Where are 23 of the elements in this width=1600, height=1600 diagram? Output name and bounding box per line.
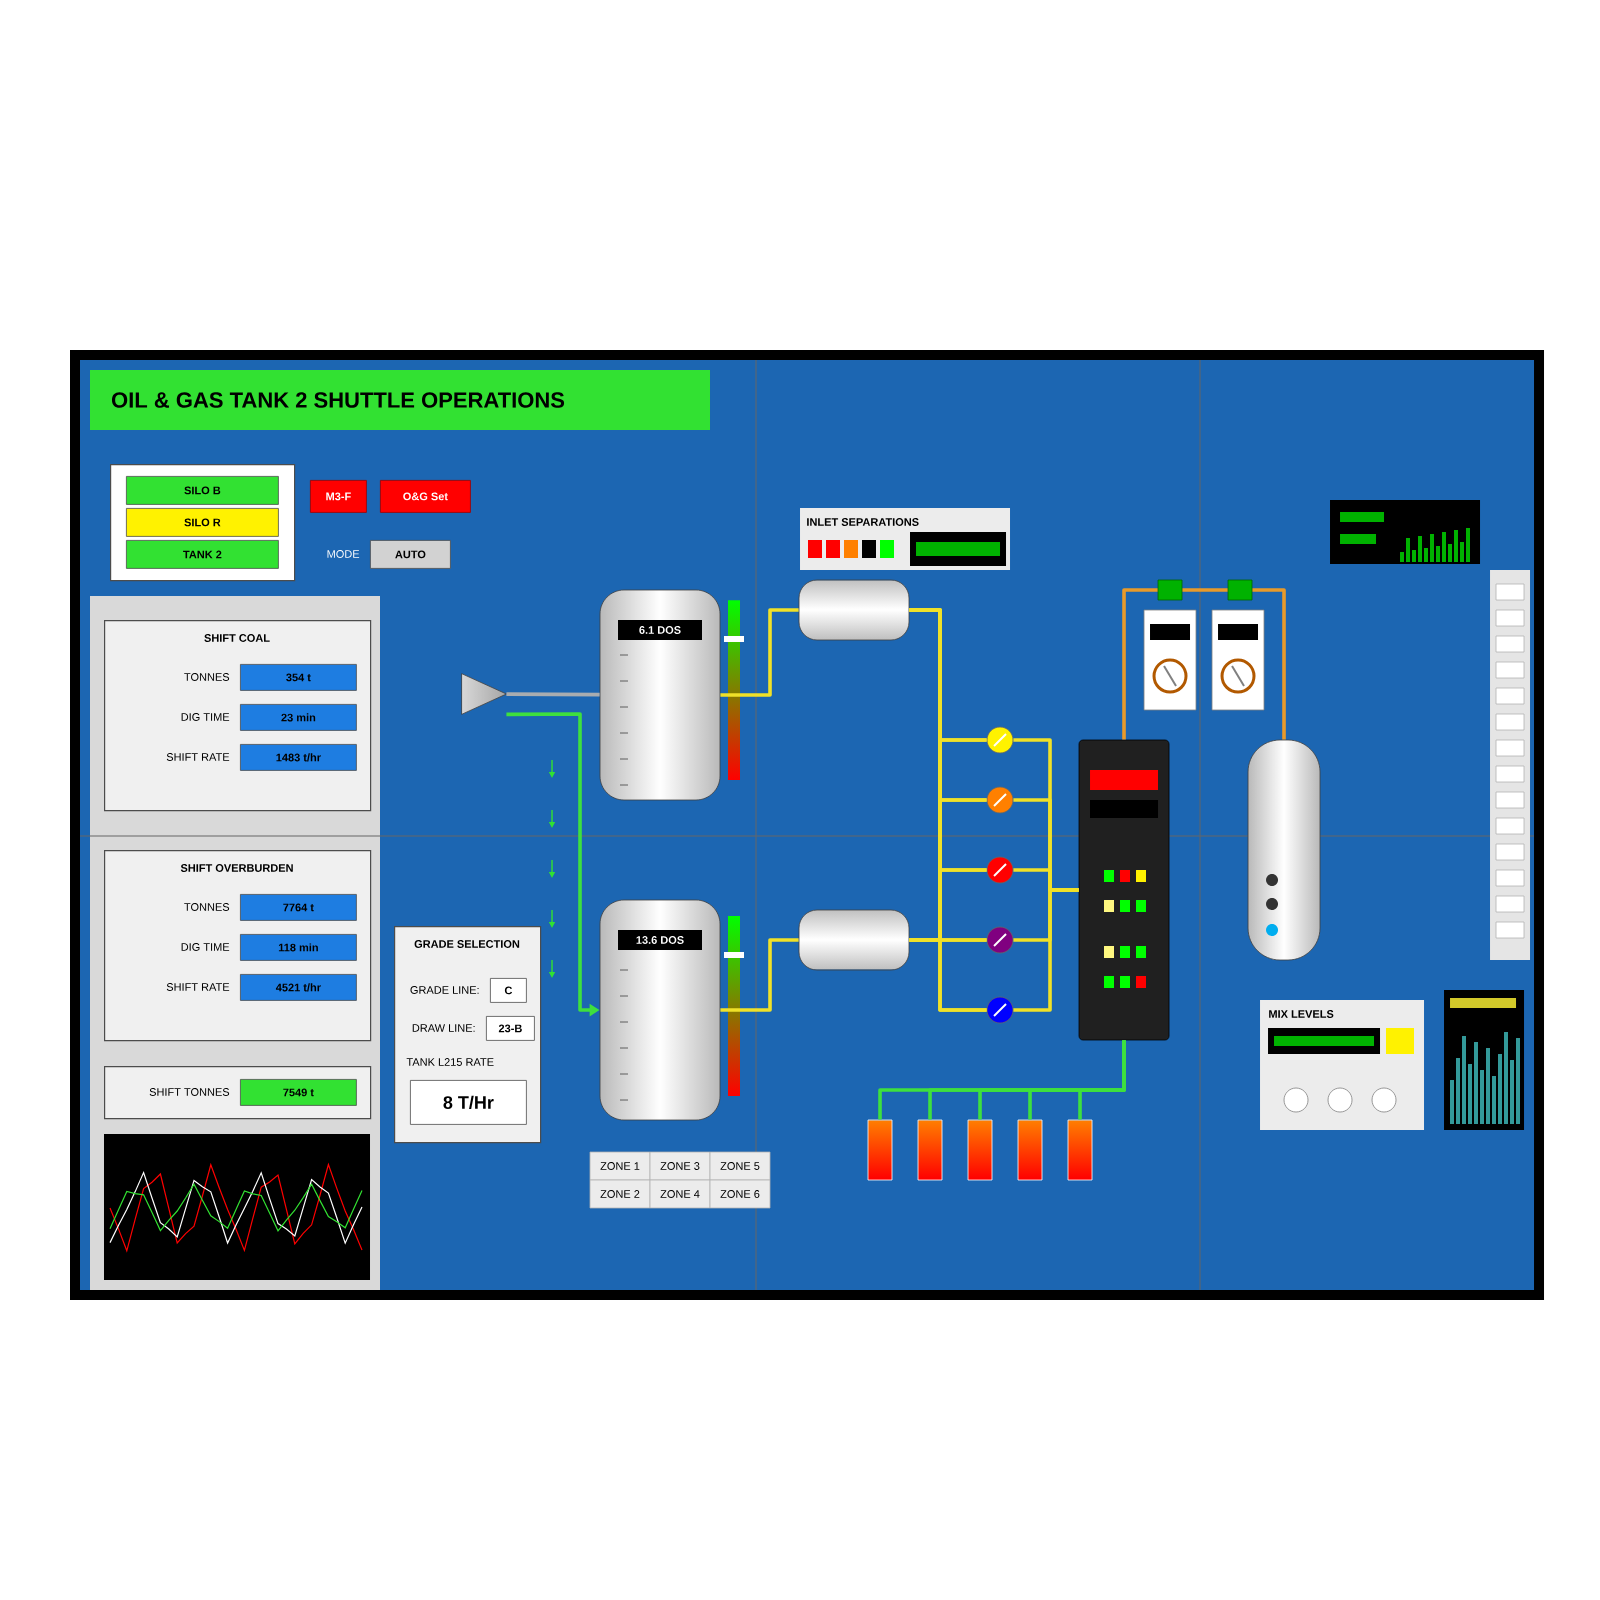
valve (986, 726, 1014, 754)
separator-vessel (1247, 739, 1321, 961)
pipe (1013, 888, 1079, 1012)
pipe (720, 938, 799, 1012)
drum-vessel (798, 909, 910, 971)
pipe (1122, 588, 1286, 740)
pipe (1078, 1040, 1126, 1120)
heater-bar (917, 1119, 943, 1181)
pipe (909, 938, 987, 1012)
heater-bar (1017, 1119, 1043, 1181)
value-field: 8 T/Hr (410, 1080, 527, 1125)
title-bar: OIL & GAS TANK 2 SHUTTLE OPERATIONS (90, 370, 710, 430)
drum-vessel (798, 579, 910, 641)
pipe (720, 608, 799, 697)
valve (986, 856, 1014, 884)
heater-bar (1067, 1119, 1093, 1181)
control-cabinet (1078, 739, 1170, 1041)
valve (986, 786, 1014, 814)
heater-bar (867, 1119, 893, 1181)
pipe (506, 692, 600, 697)
valve (986, 926, 1014, 954)
heater-bar (967, 1119, 993, 1181)
valve (986, 996, 1014, 1024)
